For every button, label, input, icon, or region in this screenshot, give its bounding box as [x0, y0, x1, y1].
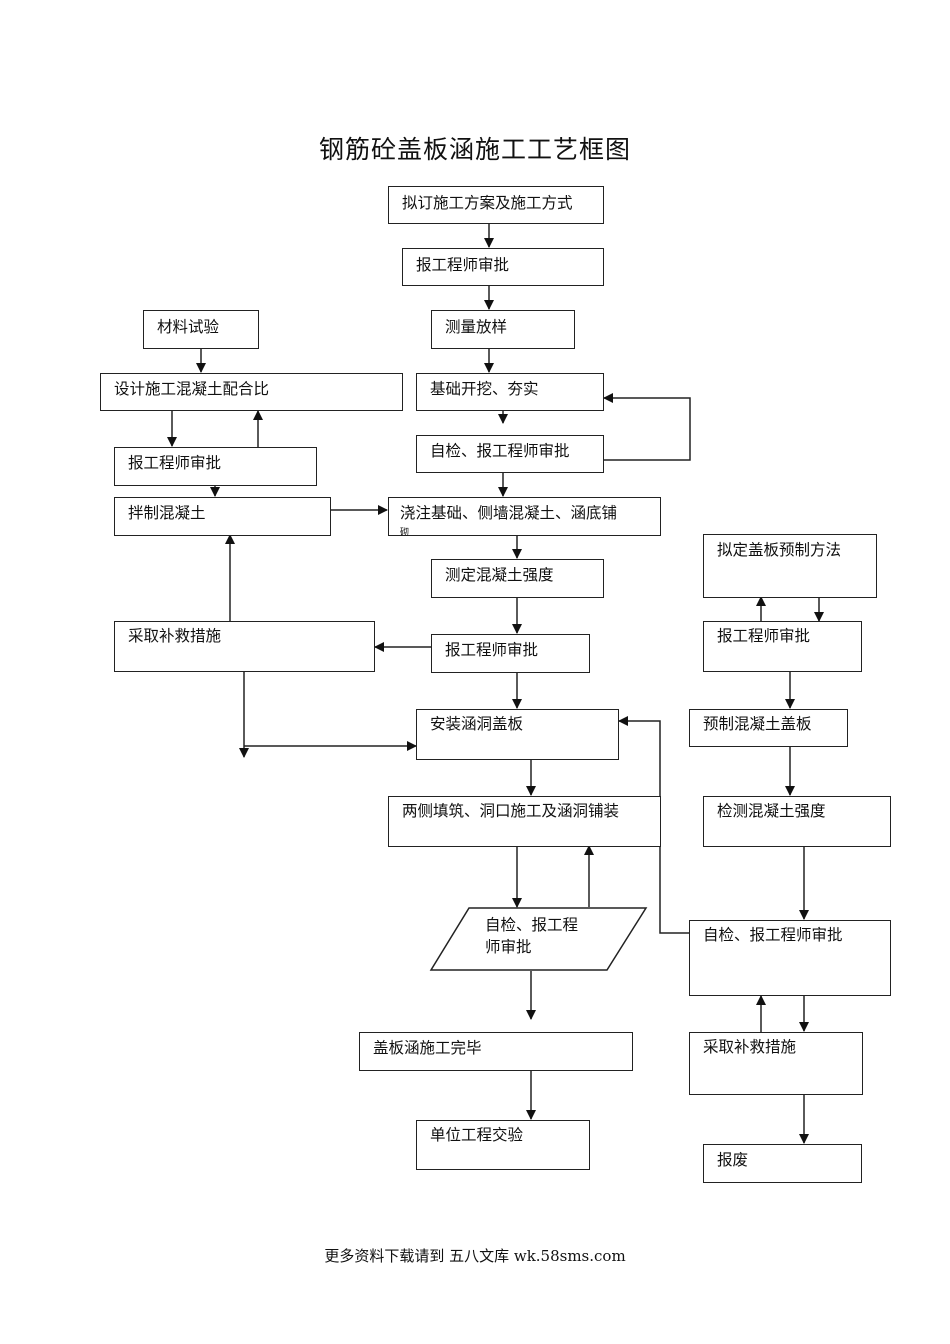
step-pour-foundation: 浇注基础、侧墙混凝土、涵底铺 砌: [388, 497, 661, 538]
step-backfill: 两侧填筑、洞口施工及涵洞铺装: [388, 796, 661, 847]
step-self-check-parallelogram: 自检、报工程 师审批: [485, 914, 578, 958]
step-mix-design: 设计施工混凝土配合比: [100, 373, 403, 411]
step-label: 拟订施工方案及施工方式: [402, 194, 573, 212]
step-remedial-left: 采取补救措施: [114, 621, 375, 672]
step-test-strength: 检测混凝土强度: [703, 796, 891, 847]
step-label: 自检、报工程师审批: [430, 442, 570, 460]
step-label: 浇注基础、侧墙混凝土、涵底铺: [400, 504, 618, 522]
step-label: 采取补救措施: [128, 627, 222, 645]
step-mix-concrete: 拌制混凝土: [114, 497, 331, 536]
step-self-check-1: 自检、报工程师审批: [416, 435, 604, 473]
page-title: 钢筋砼盖板涵施工工艺框图: [318, 135, 631, 164]
step-scrap: 报废: [703, 1144, 862, 1183]
step-label: 测量放样: [445, 318, 508, 336]
step-engineer-approval-left: 报工程师审批: [114, 447, 317, 486]
step-label: 盖板涵施工完毕: [373, 1039, 482, 1057]
step-label-line1: 自检、报工程: [485, 916, 579, 934]
step-label: 报工程师审批: [717, 627, 811, 645]
step-complete: 盖板涵施工完毕: [359, 1032, 633, 1071]
step-label: 拟定盖板预制方法: [717, 541, 842, 559]
step-precast-method: 拟定盖板预制方法: [703, 534, 877, 598]
step-precast-cover: 预制混凝土盖板: [689, 709, 848, 747]
step-label-line2: 师审批: [485, 938, 532, 956]
step-label: 报工程师审批: [416, 256, 510, 274]
step-label: 报废: [717, 1151, 749, 1169]
step-self-check-right: 自检、报工程师审批: [689, 920, 891, 996]
step-label: 材料试验: [157, 318, 220, 336]
step-material-test: 材料试验: [143, 310, 259, 349]
step-label: 安装涵洞盖板: [430, 715, 524, 733]
step-handover: 单位工程交验: [416, 1120, 590, 1170]
step-label: 报工程师审批: [128, 454, 222, 472]
n11-parallelogram: [429, 907, 648, 971]
step-label: 采取补救措施: [703, 1038, 797, 1056]
step-engineer-approval-right: 报工程师审批: [703, 621, 862, 672]
step-label: 基础开挖、夯实: [430, 380, 539, 398]
step-label: 预制混凝土盖板: [703, 715, 812, 733]
step-label: 报工程师审批: [445, 641, 539, 659]
step-install-cover: 安装涵洞盖板: [416, 709, 619, 760]
step-label: 拌制混凝土: [128, 504, 206, 522]
footer-note: 更多资料下载请到 五八文库 wk.58sms.com: [324, 1247, 626, 1265]
step-draft-plan: 拟订施工方案及施工方式: [388, 186, 604, 224]
step-engineer-approval-1: 报工程师审批: [402, 248, 604, 286]
step-measure-strength: 测定混凝土强度: [431, 559, 604, 598]
step-label: 两侧填筑、洞口施工及涵洞铺装: [402, 802, 620, 820]
step-label: 检测混凝土强度: [717, 802, 826, 820]
step-remedial-right: 采取补救措施: [689, 1032, 863, 1095]
step-engineer-approval-2: 报工程师审批: [431, 634, 590, 673]
arrow-n5-back-n4: [603, 393, 691, 461]
step-label-overflow: 砌: [400, 528, 410, 538]
step-label: 设计施工混凝土配合比: [114, 380, 270, 398]
step-label: 测定混凝土强度: [445, 566, 554, 584]
step-label: 单位工程交验: [430, 1126, 524, 1144]
step-label: 自检、报工程师审批: [703, 926, 843, 944]
step-foundation-excavation: 基础开挖、夯实: [416, 373, 604, 411]
step-survey: 测量放样: [431, 310, 575, 349]
